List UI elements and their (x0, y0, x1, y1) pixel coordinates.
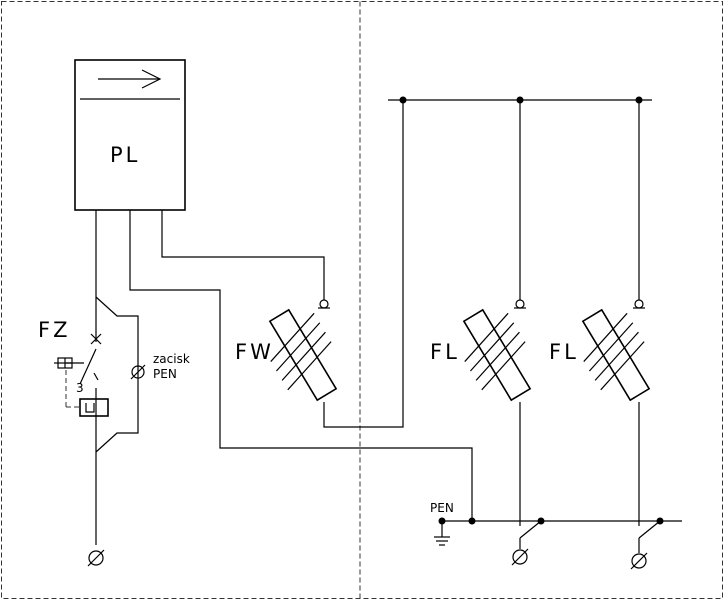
fw-terminal-icon (318, 299, 330, 309)
disconnect-switch-1 (511, 520, 542, 566)
pl-label: PL (110, 143, 140, 167)
fw-wire (161, 210, 325, 300)
pen-bus (438, 517, 682, 525)
top-bus (388, 96, 652, 300)
fz-circuit (54, 210, 146, 567)
arrow-right-icon (98, 69, 162, 89)
fl-arrester-1 (462, 308, 532, 402)
disconnect-switch-2 (630, 520, 661, 570)
fl-label-2: FL (549, 340, 579, 364)
pen-terminal-label-line1: zacisk (153, 352, 190, 366)
fl-terminal-1-icon (514, 299, 526, 309)
fw-label: FW (235, 340, 274, 364)
fl-arrester-2 (581, 308, 651, 402)
fl-label-1: FL (430, 340, 460, 364)
pl-unit: PL (74, 59, 186, 211)
relay-number: 3 (76, 381, 84, 395)
fw-arrester (268, 308, 338, 402)
fz-label: FZ (38, 318, 70, 342)
fl-terminal-2-icon (633, 299, 645, 309)
pen-bus-label: PEN (430, 501, 454, 515)
fw-output-wire (323, 100, 404, 428)
pen-terminal-label-line2: PEN (153, 367, 177, 381)
pen-wire (129, 210, 473, 521)
ground-icon (434, 521, 450, 546)
